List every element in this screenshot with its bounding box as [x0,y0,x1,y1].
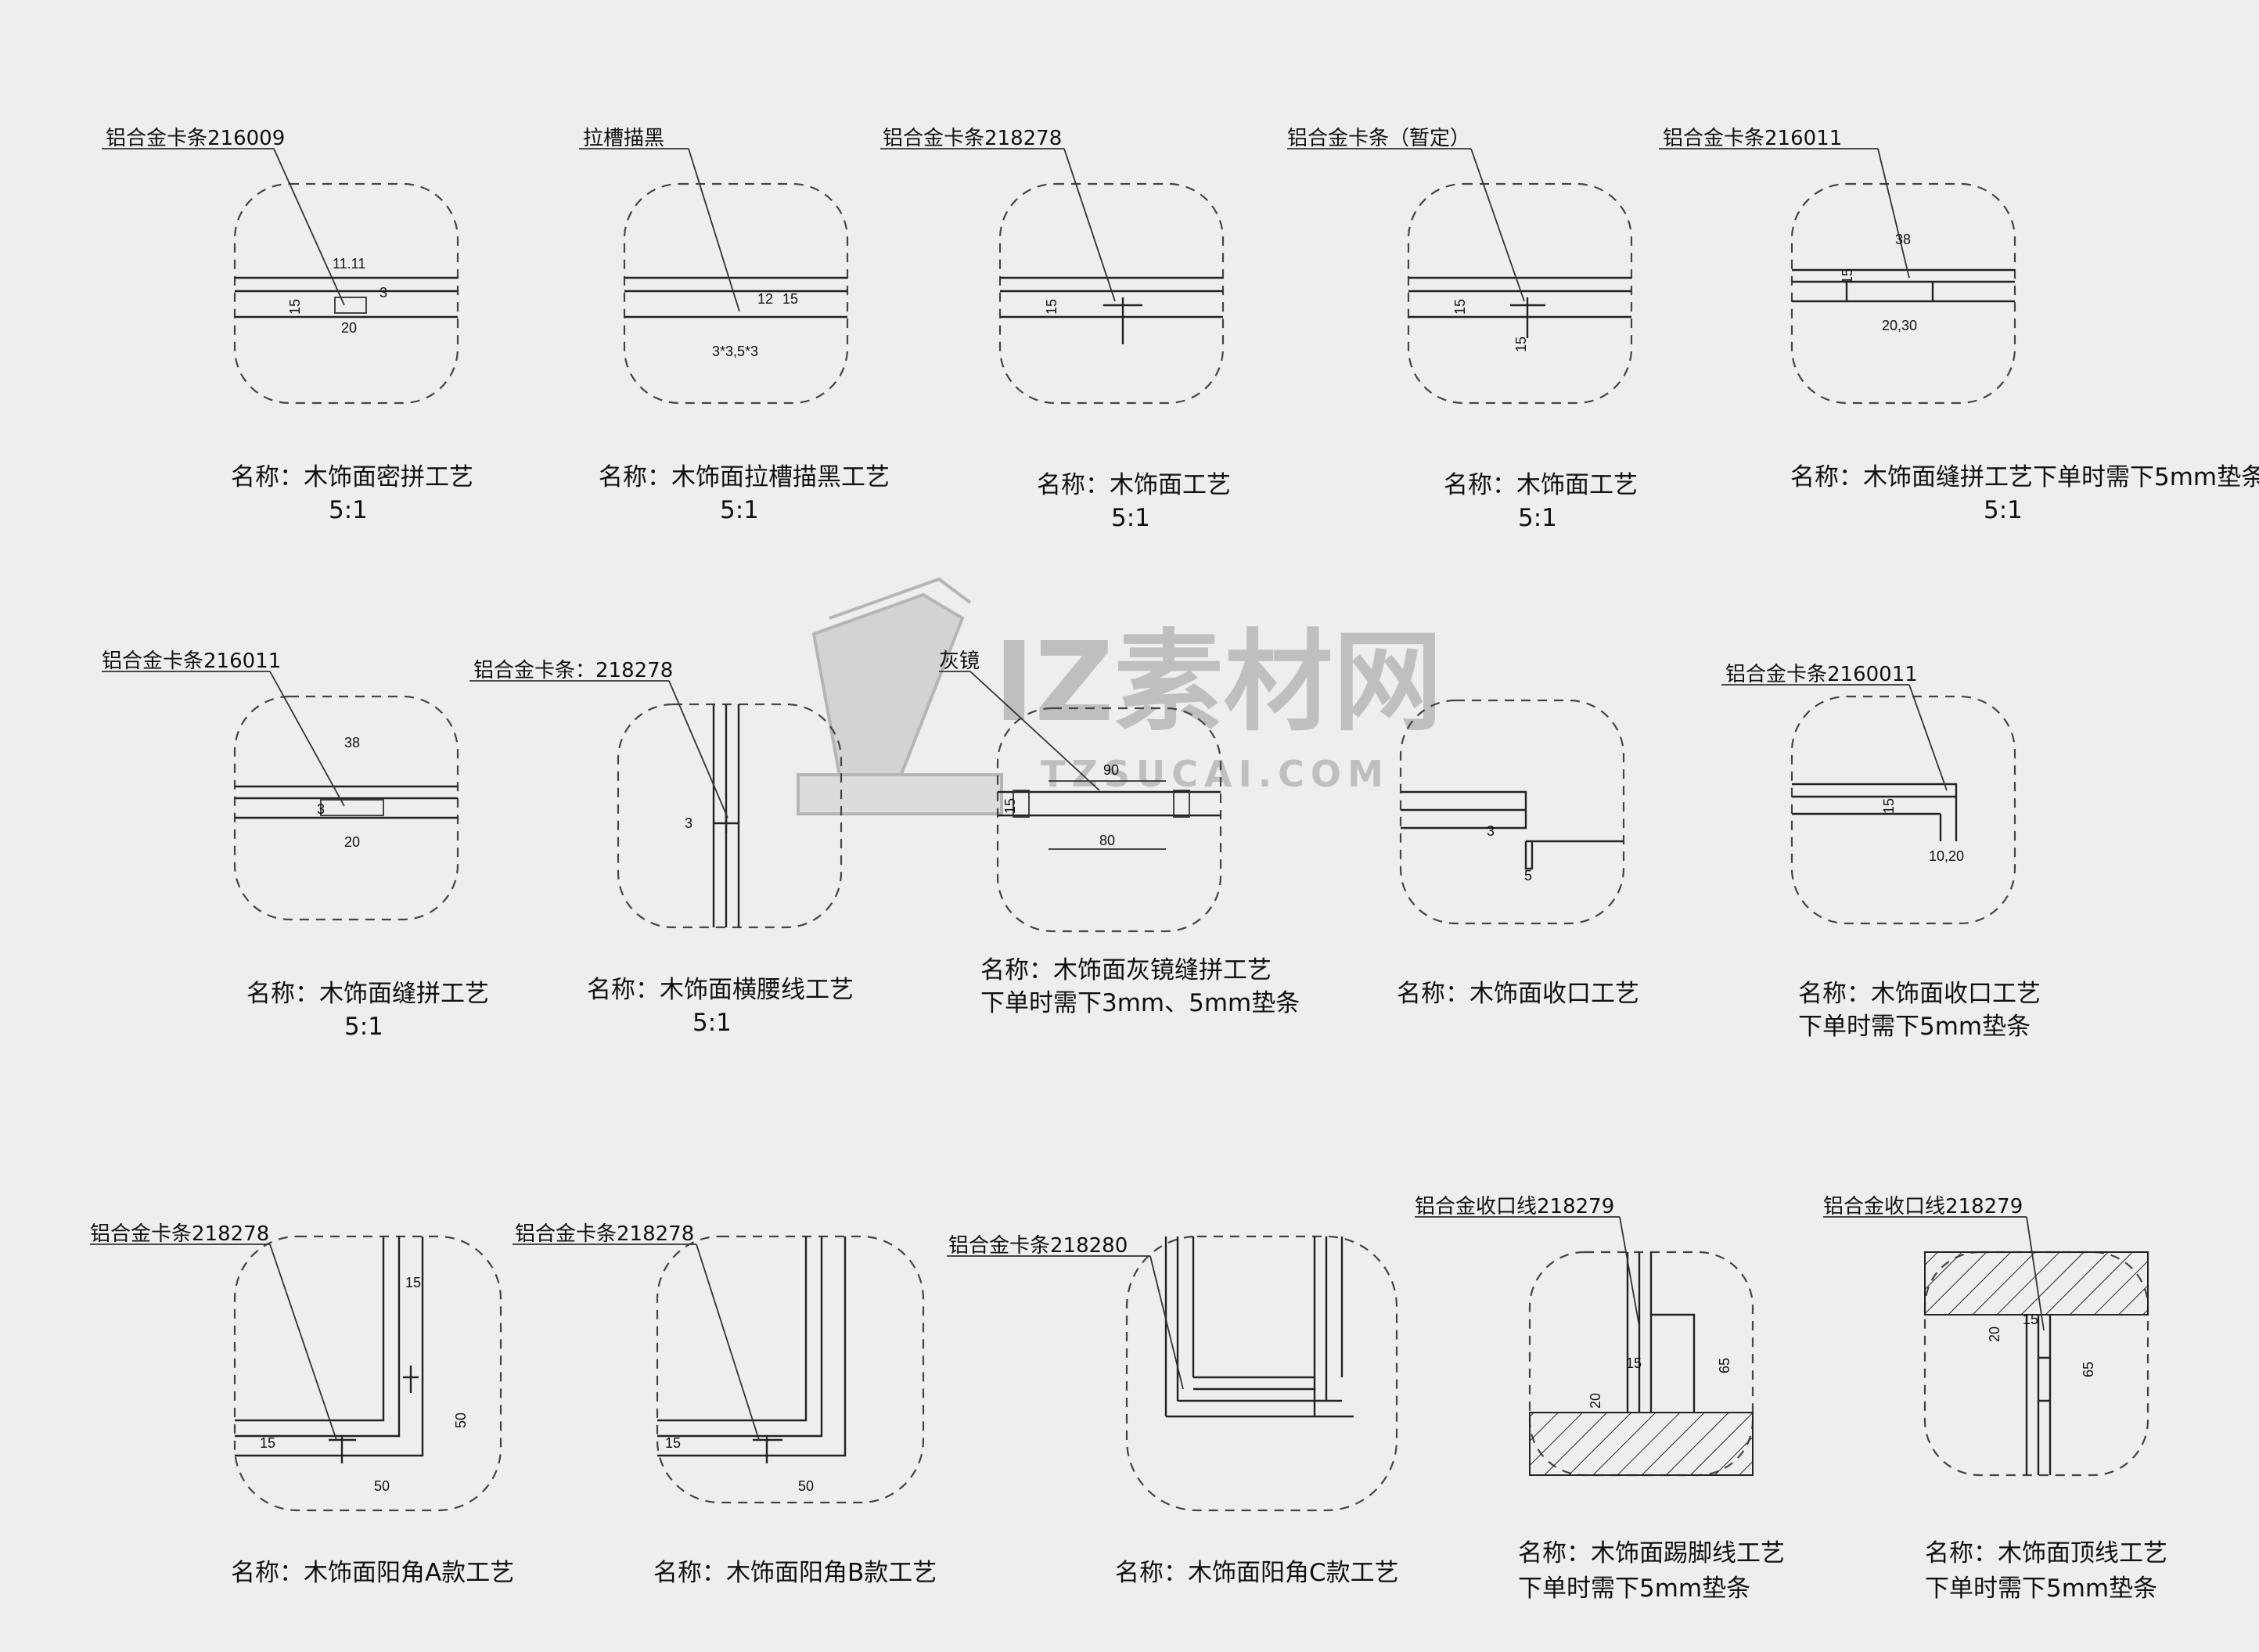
detail-9: 3 5 名称：木饰面收口工艺 [1397,699,1639,1008]
dim-text: 15 [782,291,798,307]
detail-10: 铝合金卡条2160011 15 10,20 名称：木饰面收口工艺 下单时需下5m… [1721,663,2041,1041]
dim-text: 15 [1002,798,1018,814]
dim-text: 15 [260,1435,275,1451]
dim-text: 38 [1895,232,1911,247]
dim-text: 50 [374,1478,390,1494]
dim-text: 3 [379,285,387,301]
detail-3-scale: 5:1 [1111,504,1150,532]
detail-7: 铝合金卡条：218278 3 名称：木饰面横腰线工艺 5:1 [469,659,854,1037]
detail-3: 铝合金卡条218278 15 名称：木饰面工艺 5:1 [880,127,1231,532]
detail-6-caption: 名称：木饰面缝拼工艺 [246,980,489,1008]
dim-text: 50 [798,1478,814,1494]
detail-8: 灰镜 90 80 15 名称：木饰面灰镜缝拼工艺 下单时需下3mm、5mm垫条 [939,650,1300,1017]
detail-12: 铝合金卡条218278 15 50 名称：木饰面阳角B款工艺 [513,1222,937,1587]
dim-text: 20 [344,834,360,850]
detail-5-label: 铝合金卡条216011 [1663,127,1842,150]
dim-text: 20,30 [1882,318,1917,333]
detail-15-caption-2: 下单时需下5mm垫条 [1925,1575,2157,1603]
detail-1: 铝合金卡条216009 11.11 15 3 20 名称：木饰面密拼工艺 5:1 [102,127,473,524]
detail-4-label: 铝合金卡条（暂定） [1287,127,1470,150]
detail-15: 铝合金收口线218279 15 20 65 名称：木饰面顶线工艺 下单时需下5m… [1823,1195,2167,1603]
detail-15-caption: 名称：木饰面顶线工艺 [1925,1539,2167,1567]
detail-7-label: 铝合金卡条：218278 [473,659,673,682]
detail-2-scale: 5:1 [720,496,759,524]
detail-7-caption: 名称：木饰面横腰线工艺 [587,976,854,1004]
dim-text: 3*3,5*3 [712,344,758,359]
detail-4-caption: 名称：木饰面工艺 [1444,471,1638,499]
detail-11-caption: 名称：木饰面阳角A款工艺 [231,1559,514,1587]
detail-11-label: 铝合金卡条218278 [90,1222,269,1246]
detail-1-caption: 名称：木饰面密拼工艺 [231,463,473,491]
dim-text: 20 [341,320,357,336]
detail-13: 铝合金卡条218280 名称：木饰面阳角C款工艺 [947,1234,1399,1587]
detail-5-caption: 名称：木饰面缝拼工艺下单时需下5mm垫条 [1790,463,2259,491]
dim-text: 15 [405,1275,421,1290]
detail-10-label: 铝合金卡条2160011 [1725,663,1918,686]
detail-10-caption: 名称：木饰面收口工艺 [1798,980,2041,1008]
dim-text: 90 [1103,762,1119,778]
dim-text: 12 [757,291,773,307]
dim-text: 80 [1099,833,1115,848]
dim-text: 15 [2023,1312,2038,1327]
dim-text: 15 [287,299,303,315]
dim-text: 5 [1524,868,1532,884]
detail-11: 铝合金卡条218278 15 15 50 50 名称：木饰面阳角A款工艺 [90,1222,514,1587]
detail-2: 拉槽描黑 12 15 3*3,5*3 名称：木饰面拉槽描黑工艺 5:1 [579,127,890,524]
dim-text: 15 [1626,1355,1642,1371]
dim-text: 3 [685,815,692,831]
dim-text: 15 [1513,337,1529,352]
dim-text: 20 [1987,1326,2002,1342]
dim-text: 15 [1840,268,1855,284]
detail-12-label: 铝合金卡条218278 [515,1222,694,1246]
watermark-logo-icon [797,577,1003,815]
detail-2-caption: 名称：木饰面拉槽描黑工艺 [599,463,890,491]
detail-13-label: 铝合金卡条218280 [948,1234,1128,1258]
detail-6: 铝合金卡条216011 38 3 20 名称：木饰面缝拼工艺 5:1 [102,650,489,1041]
watermark: IZ素材网 TZSUCAI.COM [797,577,1443,815]
detail-2-label: 拉槽描黑 [583,127,664,150]
detail-13-caption: 名称：木饰面阳角C款工艺 [1115,1559,1399,1587]
detail-1-label: 铝合金卡条216009 [106,127,285,150]
detail-8-caption: 名称：木饰面灰镜缝拼工艺 [980,956,1272,984]
detail-8-label: 灰镜 [939,650,980,673]
detail-15-label: 铝合金收口线218279 [1823,1195,2023,1218]
dim-text: 15 [665,1435,681,1451]
detail-14-caption: 名称：木饰面踢脚线工艺 [1518,1539,1785,1567]
detail-5-scale: 5:1 [1984,496,2023,524]
detail-5: 铝合金卡条216011 38 15 20,30 名称：木饰面缝拼工艺下单时需下5… [1659,127,2259,524]
dim-text: 20 [1588,1393,1603,1409]
detail-4: 铝合金卡条（暂定） 15 15 名称：木饰面工艺 5:1 [1287,127,1638,532]
dim-text: 3 [1487,823,1495,839]
dim-text: 50 [453,1413,469,1428]
watermark-main-text: IZ素材网 [994,619,1443,747]
detail-9-caption: 名称：木饰面收口工艺 [1397,980,1639,1008]
dim-text: 3 [317,801,325,817]
detail-3-label: 铝合金卡条218278 [883,127,1062,150]
detail-10-caption-2: 下单时需下5mm垫条 [1798,1013,2031,1041]
detail-6-scale: 5:1 [344,1013,383,1041]
detail-14-label: 铝合金收口线218279 [1415,1195,1614,1218]
dim-text: 15 [1881,798,1897,814]
detail-14: 铝合金收口线218279 15 20 65 名称：木饰面踢脚线工艺 下单时需下5… [1415,1195,1785,1603]
dim-text: 38 [344,735,360,750]
detail-8-caption-2: 下单时需下3mm、5mm垫条 [980,989,1300,1017]
detail-6-label: 铝合金卡条216011 [102,650,281,673]
detail-3-caption: 名称：木饰面工艺 [1037,471,1231,499]
dim-text: 10,20 [1929,848,1964,864]
detail-4-scale: 5:1 [1518,504,1557,532]
watermark-sub-text: TZSUCAI.COM [1041,753,1390,795]
dim-text: 11.11 [333,256,365,272]
dim-text: 15 [1044,299,1059,315]
dim-text: 65 [1717,1358,1732,1373]
dim-text: 15 [1452,299,1468,315]
dim-text: 65 [2081,1362,2096,1377]
detail-1-scale: 5:1 [329,496,368,524]
detail-7-scale: 5:1 [692,1009,732,1037]
detail-14-caption-2: 下单时需下5mm垫条 [1518,1575,1750,1603]
detail-12-caption: 名称：木饰面阳角B款工艺 [653,1559,937,1587]
